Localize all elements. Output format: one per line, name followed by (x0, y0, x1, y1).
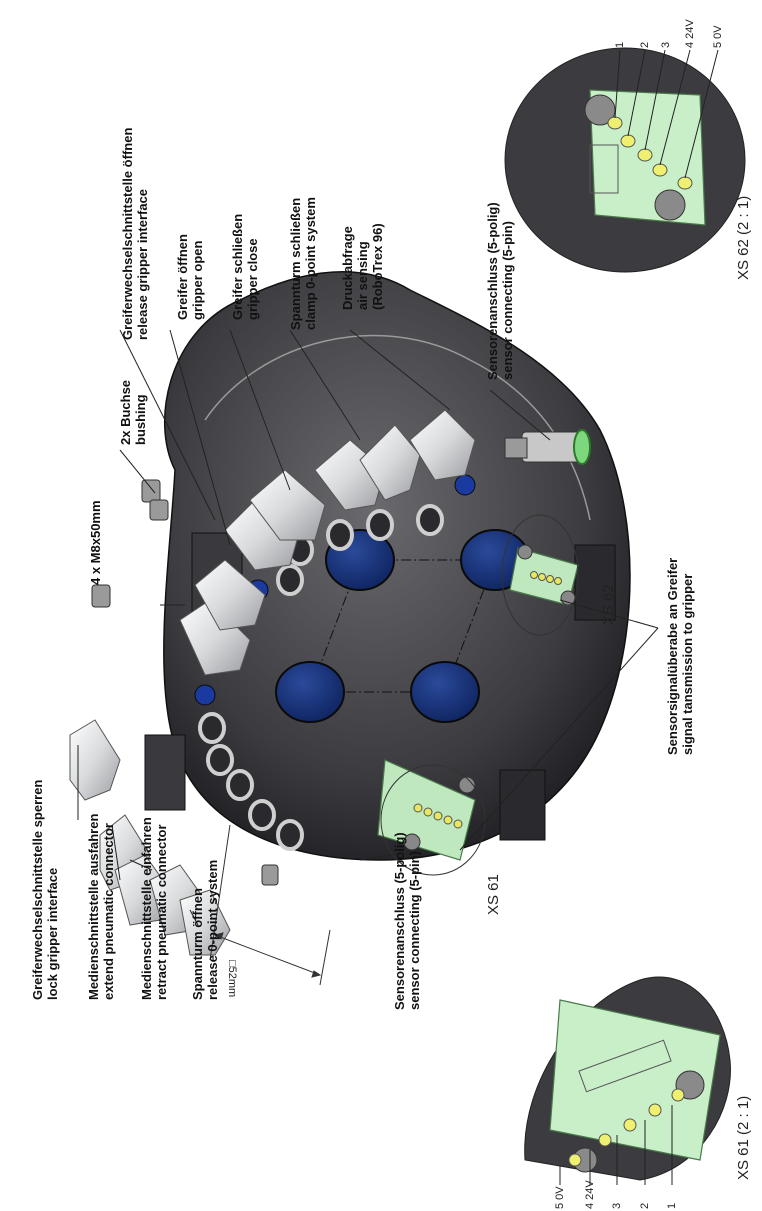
label-clamp-zero-point-de: Spannturm schließen (288, 197, 303, 330)
label-retract-pneumatic-de: Medienschnittstelle einfahren (139, 817, 154, 1000)
label-air-sensing-extra: (RoboTrex 96) (370, 223, 385, 310)
label-bushing-en: bushing (133, 394, 148, 445)
xs61-pin-3: 3 (611, 1203, 623, 1209)
label-release-gripper: Greiferwechselschnittstelle öffnen relea… (120, 128, 150, 340)
label-bolts: 4 x M8x50mm (88, 500, 103, 585)
xs62-detail-label: XS 62 (2 : 1) (735, 196, 752, 280)
label-signal-transmission-en: signal tansmission to gripper (680, 573, 695, 755)
label-release-zero-point-en: release 0-point system (205, 859, 220, 1000)
xs62-pin-5-text: 5 0V (712, 25, 724, 48)
xs62-pin-2: 2 (639, 42, 651, 48)
xs61-text: XS 61 (485, 874, 502, 915)
label-signal-transmission: Sensorsignalüberabe an Greifer signal ta… (665, 558, 695, 755)
leader-lines (77, 329, 659, 926)
xs61-label: XS 61 (485, 874, 502, 915)
xs61-pin-5: 5 0V (554, 1186, 566, 1209)
xs62-pin-1: 1 (614, 42, 626, 48)
blue-holes (194, 474, 530, 723)
xs62-pin-3-text: 3 (660, 41, 672, 48)
dimension-line (209, 824, 331, 986)
xs62-pin-2-text: 2 (639, 41, 651, 48)
xs62-pin-5: 5 0V (712, 25, 724, 48)
label-sensor-connect-left: Sensorenanschluss (5-polig) sensor conne… (392, 832, 422, 1010)
xs62-connector (504, 429, 591, 465)
label-release-gripper-de: Greiferwechselschnittstelle öffnen (120, 127, 135, 340)
dimension-label: □52mm (226, 960, 238, 997)
xs61-pin-4: 4 24V (584, 1180, 596, 1209)
label-air-sensing: Druckabfrage air sensing (RoboTrex 96) (340, 223, 385, 310)
label-extend-pneumatic-de: Medienschnittstelle ausfahren (86, 813, 101, 1000)
xs61-pin-2-text: 2 (639, 1202, 651, 1209)
label-sensor-connect-right-en: sensor connecting (5-pin) (500, 221, 515, 380)
xs61-detail-label: XS 61 (2 : 1) (735, 1096, 752, 1180)
label-air-sensing-en: air sensing (355, 241, 370, 310)
label-gripper-close-en: gripper close (245, 238, 260, 320)
label-release-zero-point: Spannturm öffnen release 0-point system (190, 860, 220, 1000)
port-rings (198, 504, 444, 851)
xs62-label: XS 62 (600, 584, 617, 625)
label-sensor-connect-right: Sensorenanschluss (5-polig) sensor conne… (485, 202, 515, 380)
xs61-detail-text: XS 61 (2 : 1) (735, 1095, 752, 1180)
xs62-pin-4: 4 24V (684, 19, 696, 48)
label-lock-gripper: Greiferwechselschnittstelle sperren lock… (30, 780, 60, 1000)
dimension-text: □52mm (226, 960, 238, 998)
label-retract-pneumatic: Medienschnittstelle einfahren retract pn… (139, 817, 169, 1000)
label-bushing: 2x Buchse bushing (118, 380, 148, 445)
label-clamp-zero-point: Spannturm schließen clamp 0-point system (288, 197, 318, 330)
label-gripper-open: Greifer öffnen gripper open (175, 234, 205, 320)
xs61-pin-2: 2 (639, 1203, 651, 1209)
detail-view-xs62 (504, 47, 746, 273)
label-clamp-zero-point-en: clamp 0-point system (303, 197, 318, 330)
label-retract-pneumatic-en: retract pneumatic connector (154, 824, 169, 1000)
label-sensor-connect-right-de: Sensorenanschluss (5-polig) (485, 202, 500, 380)
label-air-sensing-de: Druckabfrage (340, 226, 355, 310)
xs62-pin-1-text: 1 (614, 41, 626, 48)
xs61-detail-marker (380, 764, 486, 876)
xs62-detail-marker (501, 514, 579, 636)
label-bolts-text: 4 x M8x50mm (88, 500, 103, 585)
xs62-detail-text: XS 62 (2 : 1) (735, 195, 752, 280)
label-gripper-close: Greifer schließen gripper close (230, 214, 260, 320)
label-gripper-open-de: Greifer öffnen (175, 234, 190, 320)
xs62-pin-4-text: 4 24V (684, 19, 696, 48)
label-gripper-open-en: gripper open (190, 240, 205, 320)
label-lock-gripper-en: lock gripper interface (45, 867, 60, 1000)
xs61-pin-3-text: 3 (611, 1202, 623, 1209)
bolts (91, 479, 279, 886)
label-extend-pneumatic: Medienschnittstelle ausfahren extend pne… (86, 814, 116, 1000)
xs62-text: XS 62 (600, 584, 617, 625)
label-bushing-de: 2x Buchse (118, 379, 133, 445)
xs61-pin-4-text: 4 24V (584, 1180, 596, 1209)
detail-view-xs61 (524, 976, 731, 1185)
label-gripper-close-de: Greifer schließen (230, 213, 245, 320)
sensor-block-xs61 (377, 759, 476, 861)
label-release-zero-point-de: Spannturm öffnen (190, 888, 205, 1000)
label-sensor-connect-left-en: sensor connecting (5-pin) (407, 851, 422, 1010)
label-release-gripper-en: release gripper interface (135, 188, 150, 340)
xs62-pin-3: 3 (660, 42, 672, 48)
xs61-pin-1-text: 1 (666, 1202, 678, 1209)
label-signal-transmission-de: Sensorsignalüberabe an Greifer (665, 557, 680, 755)
xs61-pin-1: 1 (666, 1203, 678, 1209)
xs61-pin-5-text: 5 0V (554, 1186, 566, 1209)
label-sensor-connect-left-de: Sensorenanschluss (5-polig) (392, 832, 407, 1010)
label-lock-gripper-de: Greiferwechselschnittstelle sperren (30, 779, 45, 1000)
label-extend-pneumatic-en: extend pneumatic connector (101, 823, 116, 1000)
